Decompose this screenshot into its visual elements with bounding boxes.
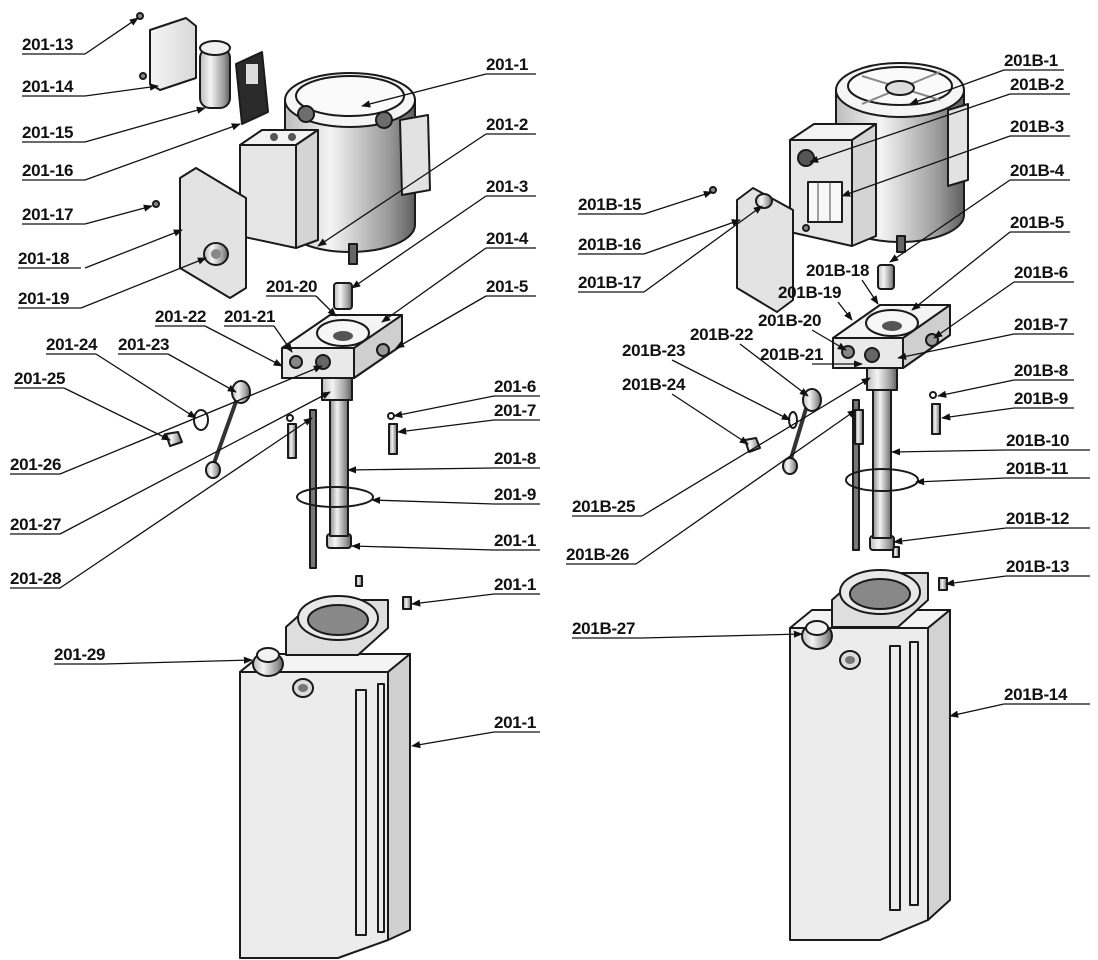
callout-label: 201B-19 (778, 283, 841, 302)
callout-label: 201-1 (486, 55, 528, 74)
terminal-box-left (239, 129, 319, 249)
callout-label: 201B-16 (578, 235, 641, 254)
callout-label: 201B-11 (1006, 459, 1068, 478)
callout-label: 201-8 (494, 449, 536, 468)
right-assembly (709, 62, 969, 941)
callout-label: 201B-1 (1004, 51, 1058, 70)
callout-label: 201-24 (46, 335, 98, 354)
callout-label: 201-19 (18, 289, 69, 308)
callout-label: 201-27 (10, 515, 61, 534)
reservoir-tank-left (239, 647, 411, 959)
callout-label: 201-22 (155, 307, 206, 326)
callout-label: 201-14 (22, 77, 74, 96)
callout-label: 201B-22 (690, 325, 753, 344)
callout-label: 201-1 (494, 713, 536, 732)
callout-label: 201B-6 (1014, 263, 1068, 282)
callout-label: 201B-5 (1010, 213, 1064, 232)
callout-label: 201B-3 (1010, 117, 1064, 136)
cover-plate-right (736, 187, 794, 313)
cover-plate-left (179, 167, 247, 299)
callout-label: 201-28 (10, 569, 61, 588)
callout-label: 201B-25 (572, 497, 635, 516)
reservoir-flange-right (831, 569, 929, 628)
reservoir-flange-left (285, 595, 389, 656)
callout-label: 201B-9 (1014, 389, 1068, 408)
callout-label: 201-15 (22, 123, 73, 142)
left-callouts: 201-13 201-14 201-15 201-16 201-17 201-1… (10, 17, 540, 749)
reservoir-tank-right (789, 609, 951, 941)
callout-label: 201-7 (494, 401, 536, 420)
callout-label: 201B-18 (806, 261, 869, 280)
valve-block-right (832, 304, 951, 391)
callout-label: 201-20 (266, 277, 317, 296)
callout-label: 201-6 (494, 377, 536, 396)
callout-label: 201B-20 (758, 311, 821, 330)
callout-label: 201-9 (494, 485, 536, 504)
valve-block-left (281, 314, 403, 401)
callout-label: 201-16 (22, 161, 73, 180)
callout-label: 201-3 (486, 177, 528, 196)
callout-label: 201-4 (486, 229, 529, 248)
callout-label: 201B-21 (760, 345, 823, 364)
callout-label: 201B-8 (1014, 361, 1068, 380)
callout-label: 201-29 (54, 645, 105, 664)
right-callouts: 201B-1 201B-2 201B-3 201B-4 201B-5 201B-… (566, 51, 1090, 718)
callout-label: 201-23 (118, 335, 169, 354)
callout-label: 201B-15 (578, 195, 641, 214)
callout-label: 201-1 (494, 575, 536, 594)
callout-label: 201-25 (14, 369, 65, 388)
callout-label: 201B-10 (1006, 431, 1069, 450)
callout-label: 201-21 (224, 307, 275, 326)
callout-label: 201B-12 (1006, 509, 1069, 528)
left-assembly (136, 12, 431, 959)
callout-label: 201-2 (486, 115, 528, 134)
callout-label: 201B-14 (1004, 685, 1068, 704)
callout-label: 201B-17 (578, 273, 641, 292)
callout-label: 201-18 (18, 249, 69, 268)
callout-label: 201B-24 (622, 375, 686, 394)
callout-label: 201B-27 (572, 619, 635, 638)
callout-label: 201-1 (494, 531, 536, 550)
callout-label: 201-13 (22, 35, 73, 54)
callout-label: 201-17 (22, 205, 73, 224)
callout-label: 201B-2 (1010, 75, 1064, 94)
callout-label: 201B-7 (1014, 315, 1068, 334)
control-box-right (789, 123, 877, 247)
callout-label: 201B-23 (622, 341, 685, 360)
callout-label: 201B-13 (1006, 557, 1069, 576)
callout-label: 201B-26 (566, 545, 629, 564)
callout-label: 201-5 (486, 277, 528, 296)
callout-label: 201B-4 (1010, 161, 1065, 180)
callout-label: 201-26 (10, 455, 61, 474)
